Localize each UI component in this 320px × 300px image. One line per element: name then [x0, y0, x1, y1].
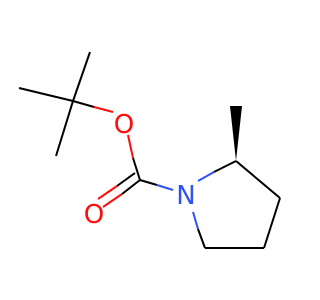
- bond-carbonyl-double-2b: [97, 185, 118, 200]
- structure-canvas: O O N: [18, 51, 281, 249]
- atom-label-oxygen-carbonyl: O: [84, 200, 104, 230]
- bond-carbonyl-double-1a: [121, 179, 141, 195]
- bond-tbu-oxygen-b: [93, 106, 114, 113]
- bond-tbu-oxygen-a: [72, 100, 95, 108]
- bond-c5-nitrogen-b: [192, 211, 199, 230]
- bond-carbonyl-double-1b: [102, 193, 123, 208]
- atom-label-oxygen-ether: O: [114, 110, 134, 140]
- bond-tbu-methyl-top: [72, 51, 91, 102]
- molecule-diagram: O O N: [18, 51, 281, 249]
- bond-c3-c4: [263, 197, 281, 249]
- bond-tbu-methyl-bottom: [55, 100, 74, 157]
- bond-oxygen-carbonyl-b: [132, 157, 141, 181]
- bond-c2-c3: [235, 160, 281, 199]
- bond-carbonyl-double-2a: [116, 172, 136, 187]
- bond-carbonyl-nitrogen-b: [156, 184, 174, 191]
- bond-tbu-methyl-left: [18, 87, 74, 102]
- bond-nitrogen-c2-b: [213, 160, 237, 173]
- wedge-bond-methyl: [230, 106, 242, 161]
- bond-c5-nitrogen-a: [197, 228, 206, 249]
- bond-oxygen-carbonyl-a: [127, 134, 134, 159]
- bond-carbonyl-nitrogen-a: [139, 179, 158, 186]
- atom-label-nitrogen: N: [176, 181, 195, 211]
- bond-nitrogen-c2-a: [197, 171, 215, 182]
